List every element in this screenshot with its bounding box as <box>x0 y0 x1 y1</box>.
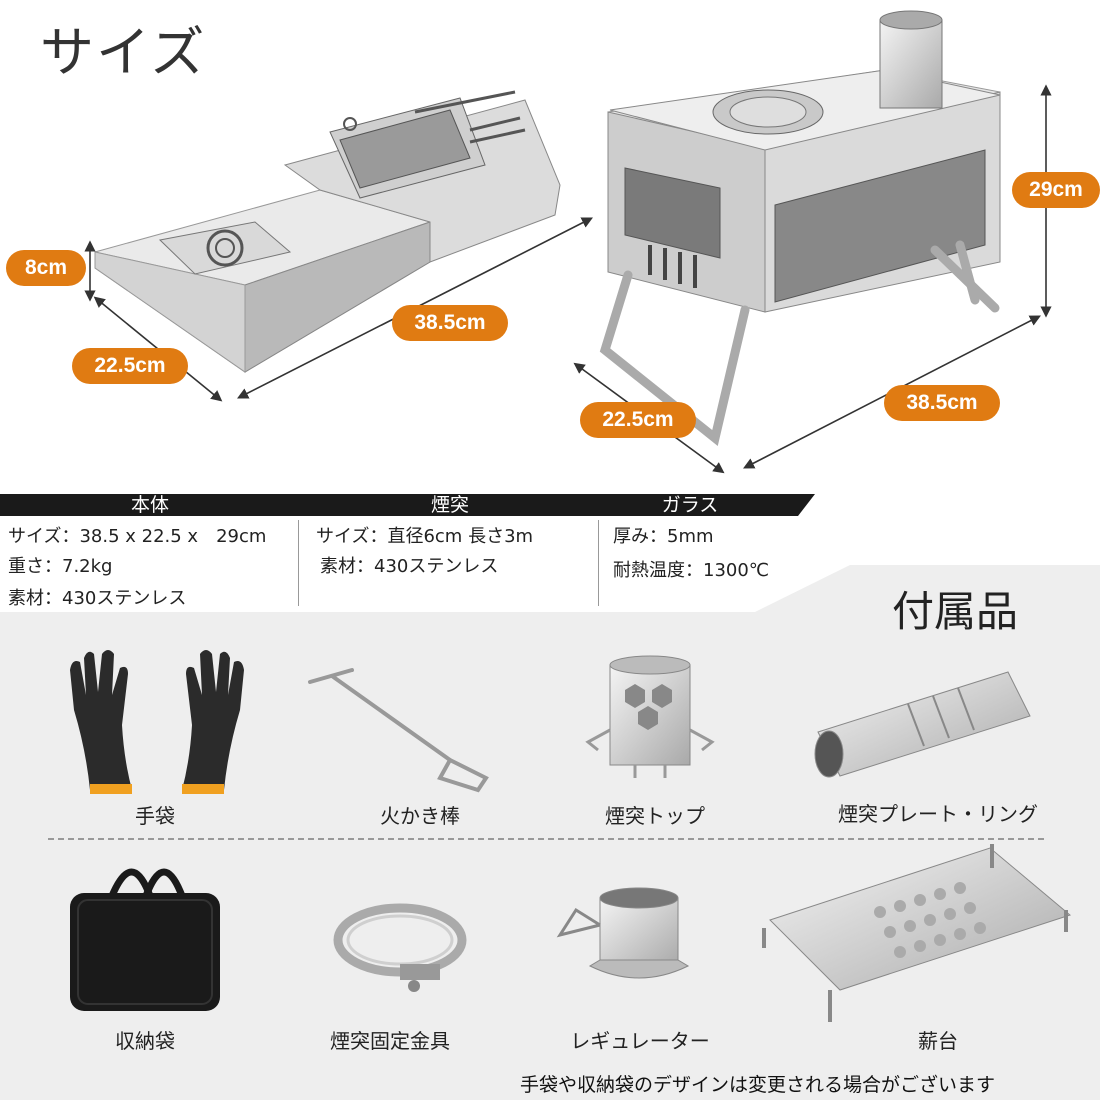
assembled-stove-drawing <box>599 10 1001 446</box>
spec-chimney-material: 素材：430ステンレス <box>320 556 499 577</box>
spec-divider <box>298 520 299 606</box>
chimney-cap-icon <box>585 655 715 778</box>
spec-header-bar <box>0 494 815 516</box>
accessory-label-gloves: 手袋 <box>135 804 175 828</box>
stove-length-badge: 38.5cm <box>884 385 1000 421</box>
gloves-icon <box>70 650 244 794</box>
accessory-label-regulator: レギュレーター <box>570 1029 710 1053</box>
poker-icon <box>308 668 489 793</box>
spec-header-chimney: 煙突 <box>430 494 469 516</box>
spec-header-glass: ガラス <box>661 494 719 516</box>
spec-glass-thickness: 厚み：5mm <box>613 526 714 547</box>
accessory-label-poker: 火かき棒 <box>380 804 460 828</box>
folded-height-badge: 8cm <box>6 250 86 286</box>
product-illustrations <box>84 10 1052 474</box>
spec-glass-heat: 耐熱温度：1300℃ <box>613 560 770 581</box>
spec-body-size: サイズ：38.5 x 22.5 x 29cm <box>8 526 267 547</box>
spec-body-weight: 重さ：7.2kg <box>8 556 113 577</box>
accessory-label-chimney-cap: 煙突トップ <box>605 804 705 828</box>
footnote: 手袋や収納袋のデザインは変更される場合がございます <box>520 1074 996 1096</box>
log-grate-icon <box>762 844 1072 1022</box>
folded-depth-badge: 22.5cm <box>72 348 188 384</box>
spec-divider <box>598 520 599 606</box>
folded-length-badge: 38.5cm <box>392 305 508 341</box>
spec-body-material: 素材：430ステンレス <box>8 588 187 609</box>
regulator-icon <box>556 887 690 979</box>
chimney-pipe-icon <box>814 671 1031 778</box>
stove-height-badge: 29cm <box>1012 172 1100 208</box>
accessories-title: 付属品 <box>892 587 1019 636</box>
stove-depth-badge: 22.5cm <box>580 402 696 438</box>
spec-header-body: 本体 <box>130 494 169 516</box>
accessory-label-chimney-pipe: 煙突プレート・リング <box>838 802 1038 826</box>
page-title: サイズ <box>40 21 207 84</box>
accessory-label-log-grate: 薪台 <box>918 1029 958 1053</box>
accessories-panel <box>0 612 1100 1100</box>
storage-bag-icon <box>70 868 220 1011</box>
spec-chimney-size: サイズ：直径6cm 長さ3m <box>316 526 534 547</box>
accessory-label-storage-bag: 収納袋 <box>115 1029 175 1053</box>
accessory-label-pipe-clamp: 煙突固定金具 <box>330 1029 450 1053</box>
accessory-row-divider <box>48 838 1044 840</box>
pipe-clamp-icon <box>333 903 467 992</box>
